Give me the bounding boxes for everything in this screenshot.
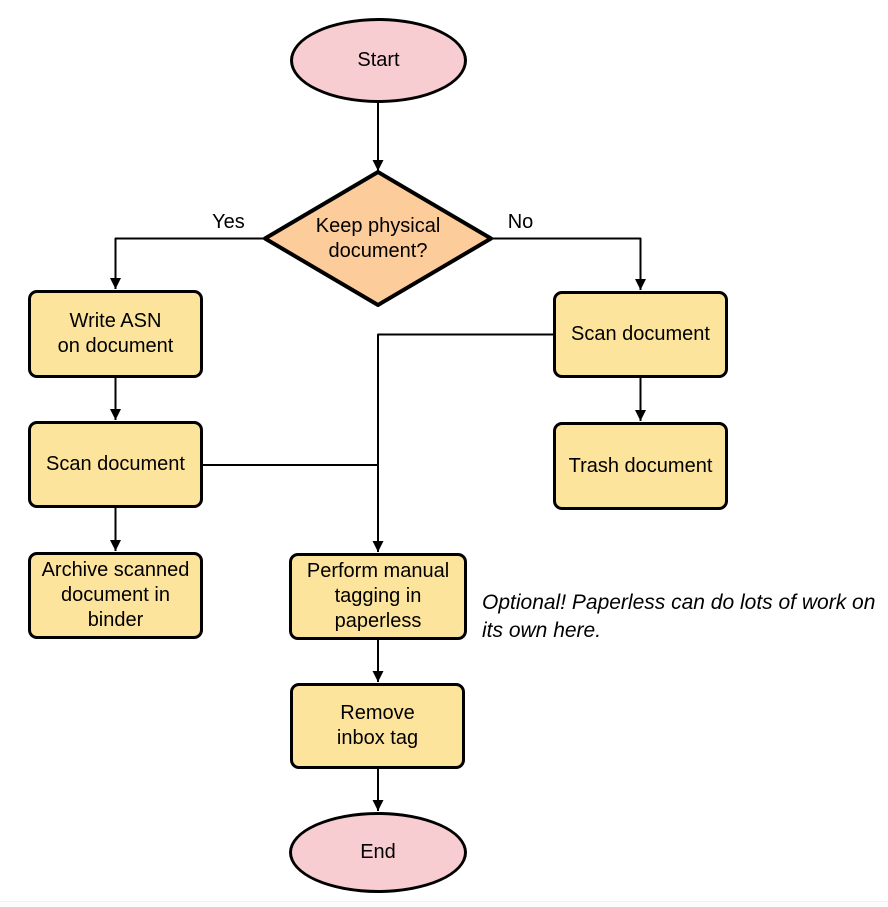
optional-note: Optional! Paperless can do lots of work … — [482, 591, 876, 642]
node-end: End — [289, 812, 467, 893]
node-manual-tagging-label: Perform manual tagging in paperless — [306, 560, 450, 632]
node-start: Start — [290, 18, 467, 103]
edge-label-no: No — [507, 211, 534, 233]
node-trash-document: Trash document — [553, 422, 728, 510]
node-scan-document-left: Scan document — [28, 421, 203, 508]
edge-label-yes: Yes — [212, 211, 245, 233]
node-remove-inbox-tag: Remove inbox tag — [290, 683, 465, 769]
edge-decision-no-to-scan-right — [490, 237, 646, 290]
edge-decision-yes-to-write-asn — [110, 237, 266, 289]
node-keep-physical-document-label: Keep physical document? — [315, 214, 441, 262]
node-end-label: End — [360, 841, 396, 863]
node-write-asn: Write ASN on document — [28, 290, 203, 378]
bottom-edge-strip — [0, 901, 888, 907]
node-keep-physical-document: Keep physical document? — [293, 213, 463, 264]
node-scan-document-right-label: Scan document — [571, 323, 710, 345]
node-trash-document-label: Trash document — [568, 454, 713, 477]
node-write-asn-label: Write ASN on document — [57, 310, 174, 357]
edge-scan-right-to-tagging — [372, 333, 553, 552]
node-start-label: Start — [357, 49, 400, 71]
node-scan-document-left-label: Scan document — [46, 453, 185, 475]
decision-diamond-shape — [263, 170, 493, 307]
node-remove-inbox-tag-label: Remove inbox tag — [336, 702, 419, 749]
node-scan-document-right: Scan document — [553, 291, 728, 378]
node-archive-binder: Archive scanned document in binder — [28, 552, 203, 639]
node-archive-binder-label: Archive scanned document in binder — [41, 559, 190, 631]
node-manual-tagging: Perform manual tagging in paperless — [289, 553, 467, 640]
